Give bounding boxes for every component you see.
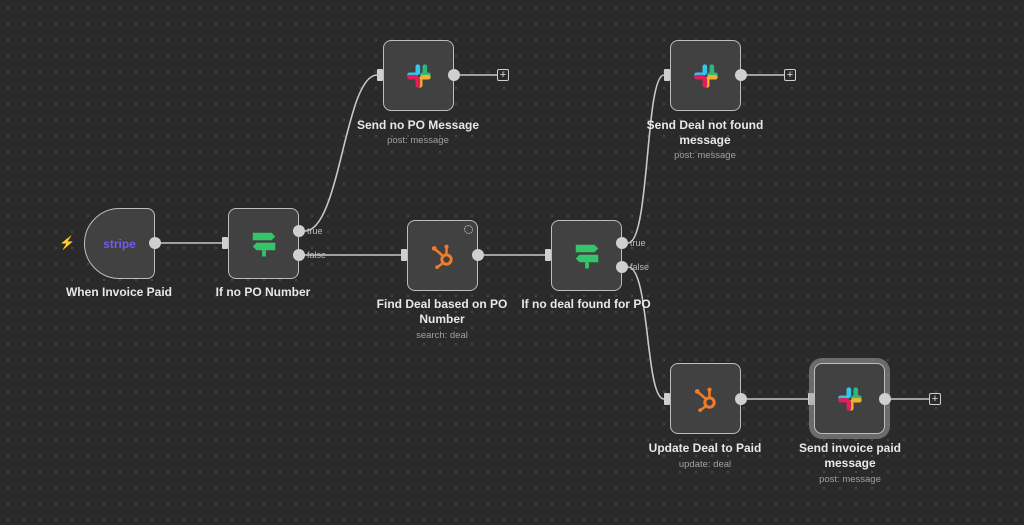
add-node-button[interactable]: + (929, 393, 941, 405)
output-port-false[interactable] (616, 261, 628, 273)
port-label-true: true (630, 238, 646, 248)
node-label: When Invoice Paid (65, 285, 173, 299)
node-update-deal-to-paid[interactable] (670, 363, 741, 434)
output-port-false[interactable] (293, 249, 305, 261)
node-label: Send invoice paid message (798, 441, 902, 470)
input-port[interactable] (377, 69, 383, 81)
if-signpost-icon (249, 229, 279, 259)
output-port[interactable] (448, 69, 460, 81)
node-label: Find Deal based on PO Number (376, 297, 508, 326)
slack-icon (836, 385, 864, 413)
edge-if2-true-slack (627, 74, 665, 244)
node-find-deal[interactable] (407, 220, 478, 291)
port-label-false: false (307, 250, 327, 260)
input-port[interactable] (545, 249, 551, 261)
add-node-button[interactable]: + (497, 69, 509, 81)
node-subtitle: post: message (387, 135, 449, 146)
node-subtitle: post: message (819, 474, 881, 485)
slack-icon (405, 62, 433, 90)
trigger-bolt-icon: ⚡ (59, 235, 76, 250)
port-label-true: true (307, 226, 323, 236)
input-port[interactable] (664, 69, 670, 81)
loading-spinner-icon (464, 225, 473, 234)
output-port[interactable] (735, 69, 747, 81)
node-label: Send Deal not found message (646, 118, 764, 147)
output-port-true[interactable] (616, 237, 628, 249)
input-port[interactable] (664, 393, 670, 405)
output-port[interactable] (735, 393, 747, 405)
stripe-icon: stripe (103, 236, 136, 251)
input-port[interactable] (808, 393, 814, 405)
slack-icon (692, 62, 720, 90)
node-label: If no PO Number (215, 285, 311, 299)
if-signpost-icon (572, 241, 602, 271)
node-subtitle: update: deal (678, 459, 732, 470)
output-port[interactable] (879, 393, 891, 405)
node-send-deal-not-found[interactable] (670, 40, 741, 111)
node-label: Send no PO Message (356, 118, 480, 132)
hubspot-icon (429, 242, 457, 270)
node-label: Update Deal to Paid (648, 441, 762, 455)
port-label-false: false (630, 262, 650, 272)
node-subtitle: search: deal (416, 330, 468, 341)
input-port[interactable] (401, 249, 407, 261)
output-port[interactable] (472, 249, 484, 261)
node-label: If no deal found for PO (521, 297, 651, 311)
hubspot-icon (692, 385, 720, 413)
output-port[interactable] (149, 237, 161, 249)
node-send-no-po-message[interactable] (383, 40, 454, 111)
output-port-true[interactable] (293, 225, 305, 237)
node-subtitle: post: message (674, 150, 736, 161)
add-node-button[interactable]: + (784, 69, 796, 81)
edge-if-true-slack (304, 74, 378, 232)
input-port[interactable] (222, 237, 228, 249)
edge-if2-false-update (627, 266, 665, 400)
node-if-no-po-number[interactable] (228, 208, 299, 279)
node-if-no-deal-found[interactable] (551, 220, 622, 291)
node-when-invoice-paid[interactable]: stripe (84, 208, 155, 279)
node-send-invoice-paid-message[interactable] (814, 363, 885, 434)
